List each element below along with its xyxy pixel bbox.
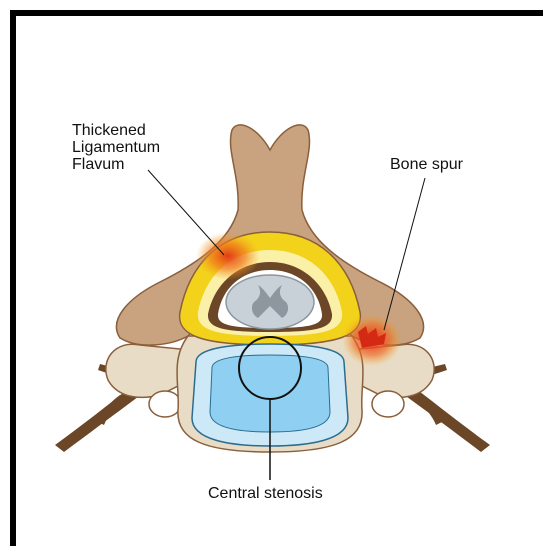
label-line-2: Ligamentum (72, 139, 160, 156)
ligament-leader-line (148, 170, 224, 255)
label-bone-spur: Bone spur (390, 156, 463, 173)
label-line-3: Flavum (72, 156, 160, 173)
label-thickened-ligamentum-flavum: Thickened Ligamentum Flavum (72, 122, 160, 173)
ligament-inflammation-highlight (196, 232, 260, 280)
label-central-stenosis: Central stenosis (208, 485, 323, 502)
label-line-1: Thickened (72, 122, 160, 139)
spinal-cord (226, 275, 314, 329)
